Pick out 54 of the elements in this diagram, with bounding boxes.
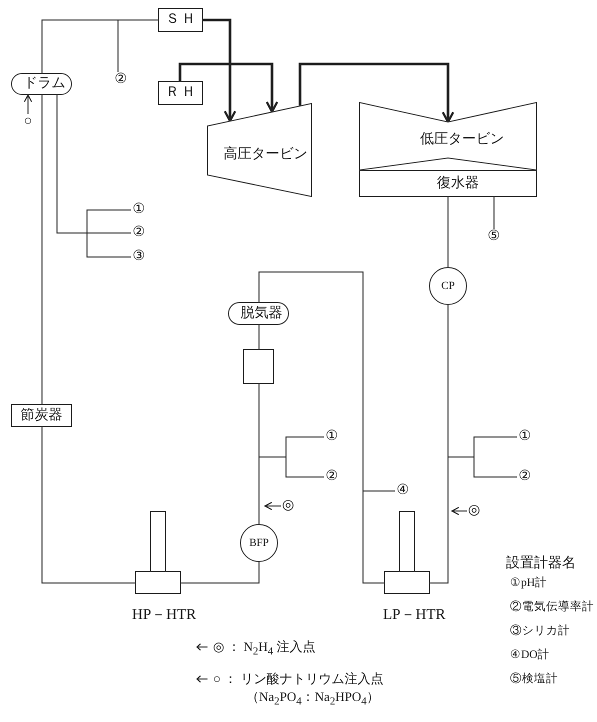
callout-number: ⑤ — [486, 229, 502, 245]
pipe-line — [258, 456, 324, 478]
turbine-shape: 低圧タービン — [359, 102, 537, 170]
pipe-line — [86, 210, 132, 234]
key-item: ②電気伝導率計 — [510, 600, 594, 614]
callout-number: ④ — [395, 483, 411, 499]
arrow — [451, 506, 468, 516]
superheater-box: ＳＨ — [158, 8, 203, 32]
arrow — [178, 62, 278, 113]
pipe-line — [42, 20, 158, 74]
callout-number: ③ — [131, 249, 147, 265]
callout-number: ① — [131, 202, 147, 218]
pipe-line — [180, 562, 260, 584]
pipe-line — [86, 232, 132, 258]
callout-number: ② — [517, 469, 533, 485]
key-title: 設置計器名 — [506, 557, 576, 571]
equipment-label: HP－HTR — [132, 607, 196, 624]
key-item: ④DO計 — [510, 648, 550, 662]
legend-text: ◎ ： N$_{2}$H$_{4}$ 注入点 — [213, 638, 316, 660]
arrow — [24, 94, 32, 114]
economizer-box: 節炭器 — [11, 404, 72, 427]
pump-circle: BFP — [240, 524, 278, 562]
pipe-line — [362, 490, 396, 492]
key-item: ⑤検塩計 — [510, 672, 558, 686]
arrow — [298, 62, 454, 124]
injection-mark: ◎ — [467, 503, 481, 519]
key-item: ①pH計 — [510, 576, 548, 590]
pipe-line — [56, 94, 88, 234]
condenser-box: 復水器 — [359, 170, 537, 197]
callout-number: ② — [324, 469, 340, 485]
pipe-line — [448, 456, 518, 478]
pipe-line — [258, 384, 260, 524]
callout-number: ① — [517, 429, 533, 445]
equipment-box — [243, 349, 274, 384]
equipment-label: LP－HTR — [383, 607, 446, 624]
turbine-shape: 高圧タービン — [207, 103, 312, 197]
injection-mark: ○ — [21, 114, 35, 130]
pipe-line — [430, 304, 448, 584]
arrow — [264, 502, 282, 510]
pipe-line — [258, 324, 260, 350]
arrow — [203, 18, 236, 122]
pump-circle: CP — [429, 267, 467, 305]
callout-number: ① — [324, 429, 340, 445]
deaerator-vessel: 脱気器 — [228, 302, 289, 325]
pipe-line — [86, 232, 132, 234]
injection-mark: ◎ — [281, 498, 295, 514]
legend-text: ○ ： リン酸ナトリウム注入点（Na$_{2}$PO$_{4}$：Na$_{2}$HPO$_{4}$） — [213, 670, 384, 710]
callout-number: ② — [131, 225, 147, 241]
callout-number: ② — [113, 72, 129, 88]
key-item: ③シリカ計 — [510, 624, 570, 638]
pipe-line — [42, 426, 136, 584]
reheater-box: ＲＨ — [158, 81, 203, 105]
drum-vessel: ドラム — [11, 73, 72, 95]
pipe-line — [258, 272, 384, 584]
